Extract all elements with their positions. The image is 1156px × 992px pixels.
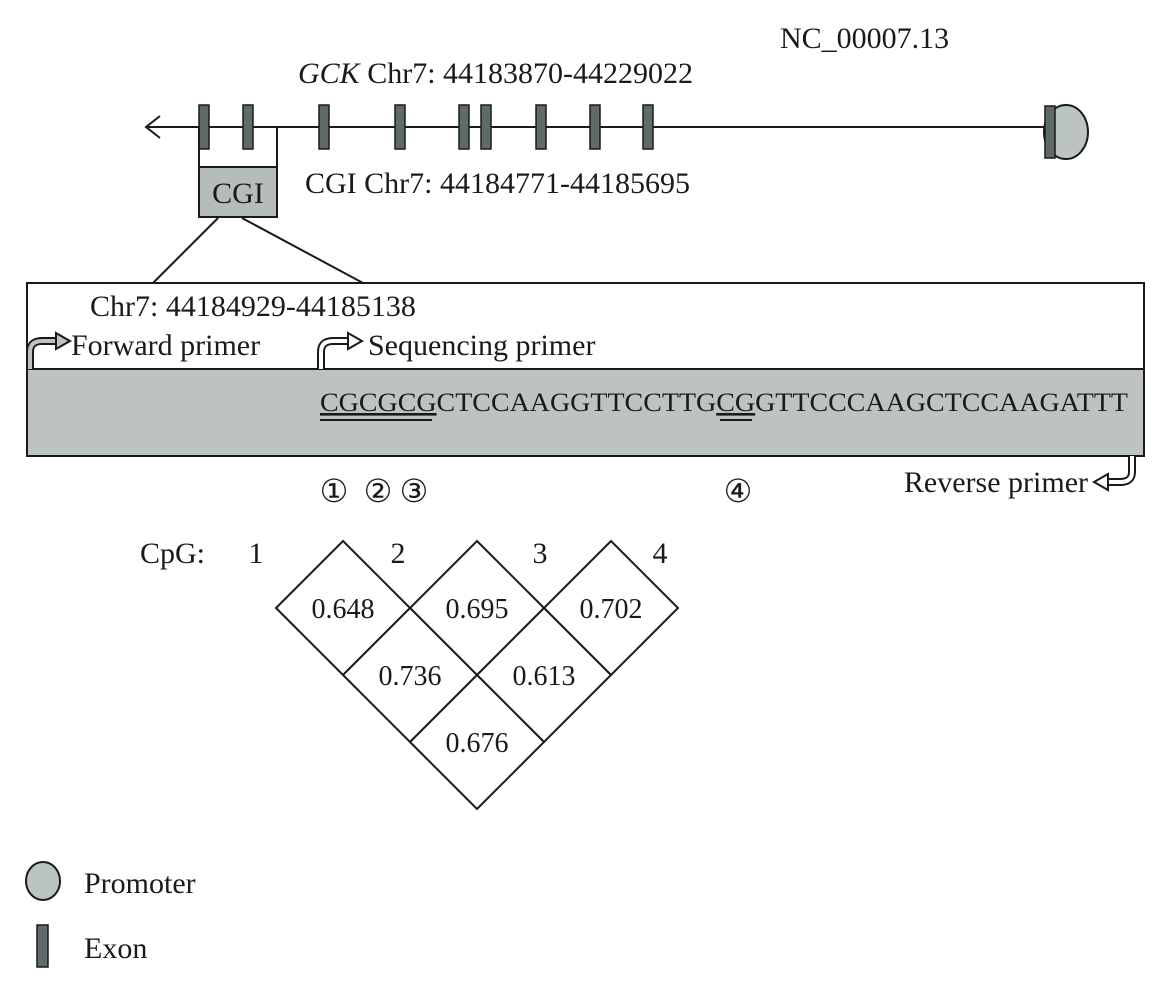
cpg-marker-1: ① xyxy=(320,473,349,509)
promoter-exon-bar xyxy=(1044,105,1056,159)
gene-direction-arrow-icon xyxy=(144,115,161,139)
cgi-bracket xyxy=(198,127,278,170)
sequencing-primer-arrow-icon xyxy=(317,331,365,369)
exon-group xyxy=(198,104,654,150)
cgi-box xyxy=(198,166,278,218)
exon-bar-icon xyxy=(36,924,49,968)
reverse-primer-label: Reverse primer xyxy=(904,466,1088,499)
gene-title: GCK Chr7: 44183870-44229022 xyxy=(298,57,693,90)
exon-6 xyxy=(480,104,492,150)
cpg-site-label-4: 4 xyxy=(653,537,668,570)
legend-label-exon: Exon xyxy=(84,932,147,965)
forward-primer-arrow-icon xyxy=(26,331,73,369)
ld-cell-1-4 xyxy=(408,673,546,811)
exon-1 xyxy=(198,104,210,150)
cgi-box-label: CGI xyxy=(212,177,264,210)
ld-value-2-4: 0.613 xyxy=(513,661,576,692)
ld-value-1-2: 0.648 xyxy=(312,594,375,625)
gene-symbol: GCK xyxy=(298,57,362,90)
exon-9 xyxy=(642,104,654,150)
exon-5 xyxy=(458,104,470,150)
reverse-primer-arrow-icon xyxy=(1091,456,1136,492)
ld-value-3-4: 0.702 xyxy=(580,594,643,625)
zoom-line-right xyxy=(241,217,364,284)
legend: Promoter Exon xyxy=(25,861,196,968)
accession-label: NC_00007.13 xyxy=(780,22,949,55)
cpg-marker-4: ④ xyxy=(724,473,753,509)
sequence-band xyxy=(26,368,1145,457)
sequence-mid: CTCCAAGGTTCCTTG xyxy=(437,388,717,417)
exon-2 xyxy=(242,104,254,150)
cpg-marker-3: ③ xyxy=(400,473,429,509)
promoter-oval-icon xyxy=(25,861,61,901)
sequence-tail: GTTCCCAAGCTCCAAGATTT xyxy=(755,388,1128,417)
exon-7 xyxy=(535,104,547,150)
sequence-cpg-123: CGCGCG xyxy=(320,388,437,417)
ld-value-1-3: 0.736 xyxy=(379,661,442,692)
amplicon-location: Chr7: 44184929-44185138 xyxy=(90,290,416,323)
exon-4 xyxy=(394,104,406,150)
cpg-marker-2: ② xyxy=(364,473,393,509)
ld-matrix: 0.648 0.695 0.702 0.736 0.613 0.676 1 2 3 4 xyxy=(249,537,680,811)
zoom-line-left xyxy=(152,217,219,284)
sequencing-primer-label: Sequencing primer xyxy=(368,329,595,362)
cpg-site-label-3: 3 xyxy=(533,537,548,570)
cpg-site-label-1: 1 xyxy=(249,537,264,570)
cgi-location: CGI Chr7: 44184771-44185695 xyxy=(305,167,690,200)
cpg-axis-prefix: CpG: xyxy=(140,537,205,570)
cpg-site-label-2: 2 xyxy=(391,537,406,570)
ld-value-1-4: 0.676 xyxy=(446,728,509,759)
exon-8 xyxy=(589,104,601,150)
forward-primer-label: Forward primer xyxy=(71,329,260,362)
sequence-cpg-4: CG xyxy=(716,388,755,417)
gene-location: Chr7: 44183870-44229022 xyxy=(360,57,693,90)
ld-value-2-3: 0.695 xyxy=(446,594,509,625)
exon-3 xyxy=(318,104,330,150)
legend-label-promoter: Promoter xyxy=(84,867,196,900)
